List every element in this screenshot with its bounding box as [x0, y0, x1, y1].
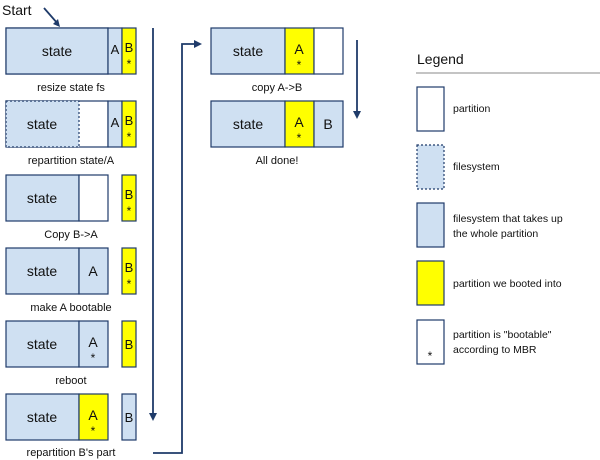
bootable-star: *: [91, 351, 96, 365]
state-filesystem: [5, 320, 80, 368]
partition-a-label: A: [88, 334, 98, 350]
bootable-star: *: [297, 58, 302, 72]
partition-a: [78, 247, 109, 295]
legend-swatch-booted: [416, 260, 445, 306]
right-column-arrow-head: [353, 111, 361, 119]
step-repartition-state-a: state A B * repartition state/A: [5, 100, 137, 167]
legend-label-line-1: filesystem that takes up: [453, 213, 563, 225]
bootable-star: *: [127, 277, 132, 291]
state-filesystem: [5, 174, 80, 222]
start-label: Start: [2, 2, 32, 18]
partition-b-label: B: [125, 260, 134, 275]
legend-item-partition: partition: [416, 86, 491, 132]
step-all-done: state A * B All done!: [210, 100, 344, 167]
step-caption: resize state fs: [37, 82, 105, 94]
legend-item-booted: partition we booted into: [416, 260, 562, 306]
partition-b: [121, 174, 137, 222]
legend-item-whole-partition-filesystem: filesystem that takes up the whole parti…: [416, 202, 563, 248]
state-label: state: [233, 116, 264, 132]
partition-b: [121, 320, 137, 368]
legend-swatch-bootable: [416, 319, 445, 365]
state-filesystem: [5, 247, 80, 295]
step-caption: repartition state/A: [28, 155, 115, 167]
step-caption: make A bootable: [30, 302, 111, 314]
step-caption: Copy B->A: [44, 229, 98, 241]
partition-a: [78, 320, 109, 368]
start-arrow-head: [53, 19, 60, 27]
partition-a-label: A: [294, 114, 304, 130]
step-caption: reboot: [55, 375, 86, 387]
state-filesystem: [210, 100, 286, 148]
step-copy-b-to-a: state B * Copy B->A: [5, 174, 137, 241]
step-repartition-b-part: state A * B repartition B's part: [5, 393, 137, 459]
state-label: state: [27, 336, 58, 352]
partition-b: [121, 247, 137, 295]
legend-label-line-1: partition is "bootable": [453, 329, 552, 341]
partition-b: [313, 100, 344, 148]
legend-bootable-star: *: [428, 349, 433, 363]
partition-b: [121, 100, 137, 148]
partition-a-label: A: [88, 407, 98, 423]
partition-a-label: A: [111, 115, 120, 130]
legend-swatch-partition: [416, 86, 445, 132]
state-label: state: [27, 409, 58, 425]
partition-a: [284, 27, 315, 75]
step-copy-a-to-b: state A * copy A->B: [210, 27, 344, 94]
left-column-arrow-head: [149, 413, 157, 421]
legend-label: partition: [453, 103, 491, 115]
legend-item-filesystem: filesystem: [416, 144, 500, 190]
state-label: state: [27, 190, 58, 206]
state-label: state: [42, 43, 73, 59]
partition-a: [78, 393, 109, 441]
legend-title: Legend: [417, 51, 464, 67]
partition-b-label: B: [125, 337, 134, 352]
step-caption: repartition B's part: [27, 447, 116, 459]
partition-b: [121, 393, 137, 441]
bootable-star: *: [127, 130, 132, 144]
legend-label-line-2: the whole partition: [453, 228, 538, 240]
connector-arrow: [153, 43, 195, 454]
partition-b: [121, 27, 137, 75]
bootable-star: *: [297, 131, 302, 145]
partition-b-label: B: [125, 40, 134, 55]
bootable-star: *: [91, 424, 96, 438]
legend-label: filesystem: [453, 161, 500, 173]
partition-b-label: B: [125, 187, 134, 202]
legend-swatch-filesystem: [416, 144, 445, 190]
step-resize-state-fs: state A B * resize state fs: [5, 27, 137, 94]
legend: Legend partition filesystem filesystem t…: [416, 51, 600, 365]
state-label: state: [27, 263, 58, 279]
step-caption: copy A->B: [252, 82, 302, 94]
partition-a-label: A: [111, 42, 120, 57]
state-filesystem: [5, 27, 109, 75]
bootable-star: *: [127, 204, 132, 218]
partition-a-label: A: [88, 263, 98, 279]
partition-a-label: A: [294, 41, 304, 57]
state-filesystem: [5, 100, 80, 148]
partition-b: [313, 27, 344, 75]
step-reboot: state A * B reboot: [5, 320, 137, 387]
partition-b-label: B: [323, 116, 332, 132]
legend-item-bootable: * partition is "bootable" according to M…: [416, 319, 552, 365]
partition-b-label: B: [125, 410, 134, 425]
legend-swatch-whole-filesystem: [416, 202, 445, 248]
step-make-a-bootable: state A B * make A bootable: [5, 247, 137, 314]
connector-arrow-head: [194, 40, 202, 48]
legend-label-line-2: according to MBR: [453, 344, 537, 356]
state-label: state: [27, 116, 58, 132]
step-caption: All done!: [256, 155, 299, 167]
legend-label: partition we booted into: [453, 278, 562, 290]
partition-a: [78, 174, 109, 222]
partition-b-label: B: [125, 113, 134, 128]
state-filesystem: [210, 27, 286, 75]
bootable-star: *: [127, 57, 132, 71]
state-label: state: [233, 43, 264, 59]
